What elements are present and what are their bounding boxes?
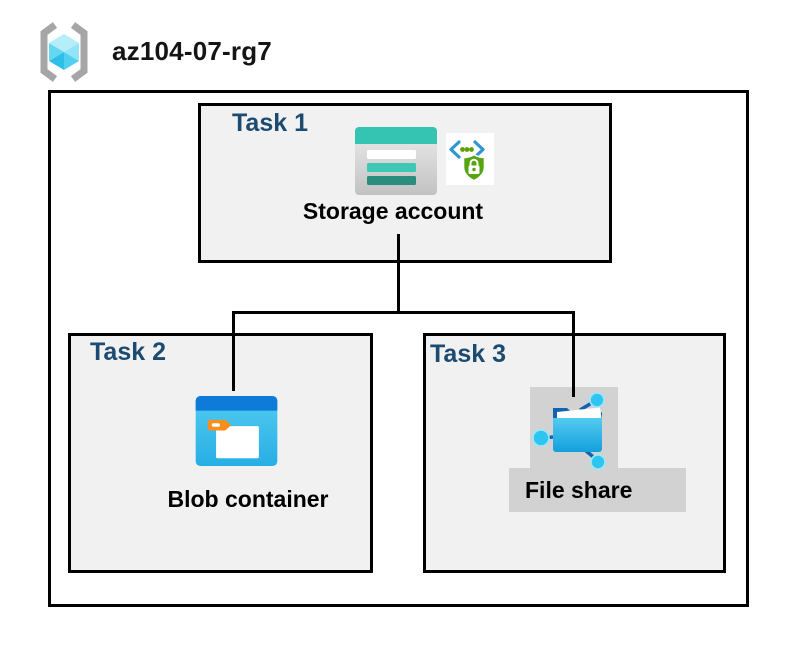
storage-account-icon xyxy=(355,127,437,195)
resource-group-icon xyxy=(40,22,88,82)
connector-storage-stem xyxy=(397,234,400,314)
resource-group-title: az104-07-rg7 xyxy=(112,36,272,66)
task1-label: Task 1 xyxy=(232,109,308,137)
file-share-label-highlight xyxy=(509,468,686,512)
file-share-label: File share xyxy=(525,477,633,503)
file-share-icon xyxy=(532,392,606,470)
connector-branch-horizontal xyxy=(232,311,575,314)
secure-endpoint-icon xyxy=(446,133,494,185)
storage-account-label: Storage account xyxy=(302,198,484,224)
blob-container-icon xyxy=(195,396,278,466)
task3-label: Task 3 xyxy=(430,340,506,368)
task2-label: Task 2 xyxy=(90,338,166,366)
blob-container-label: Blob container xyxy=(167,486,329,512)
connector-to-blob-container xyxy=(232,311,235,391)
connector-to-file-share xyxy=(572,311,575,397)
